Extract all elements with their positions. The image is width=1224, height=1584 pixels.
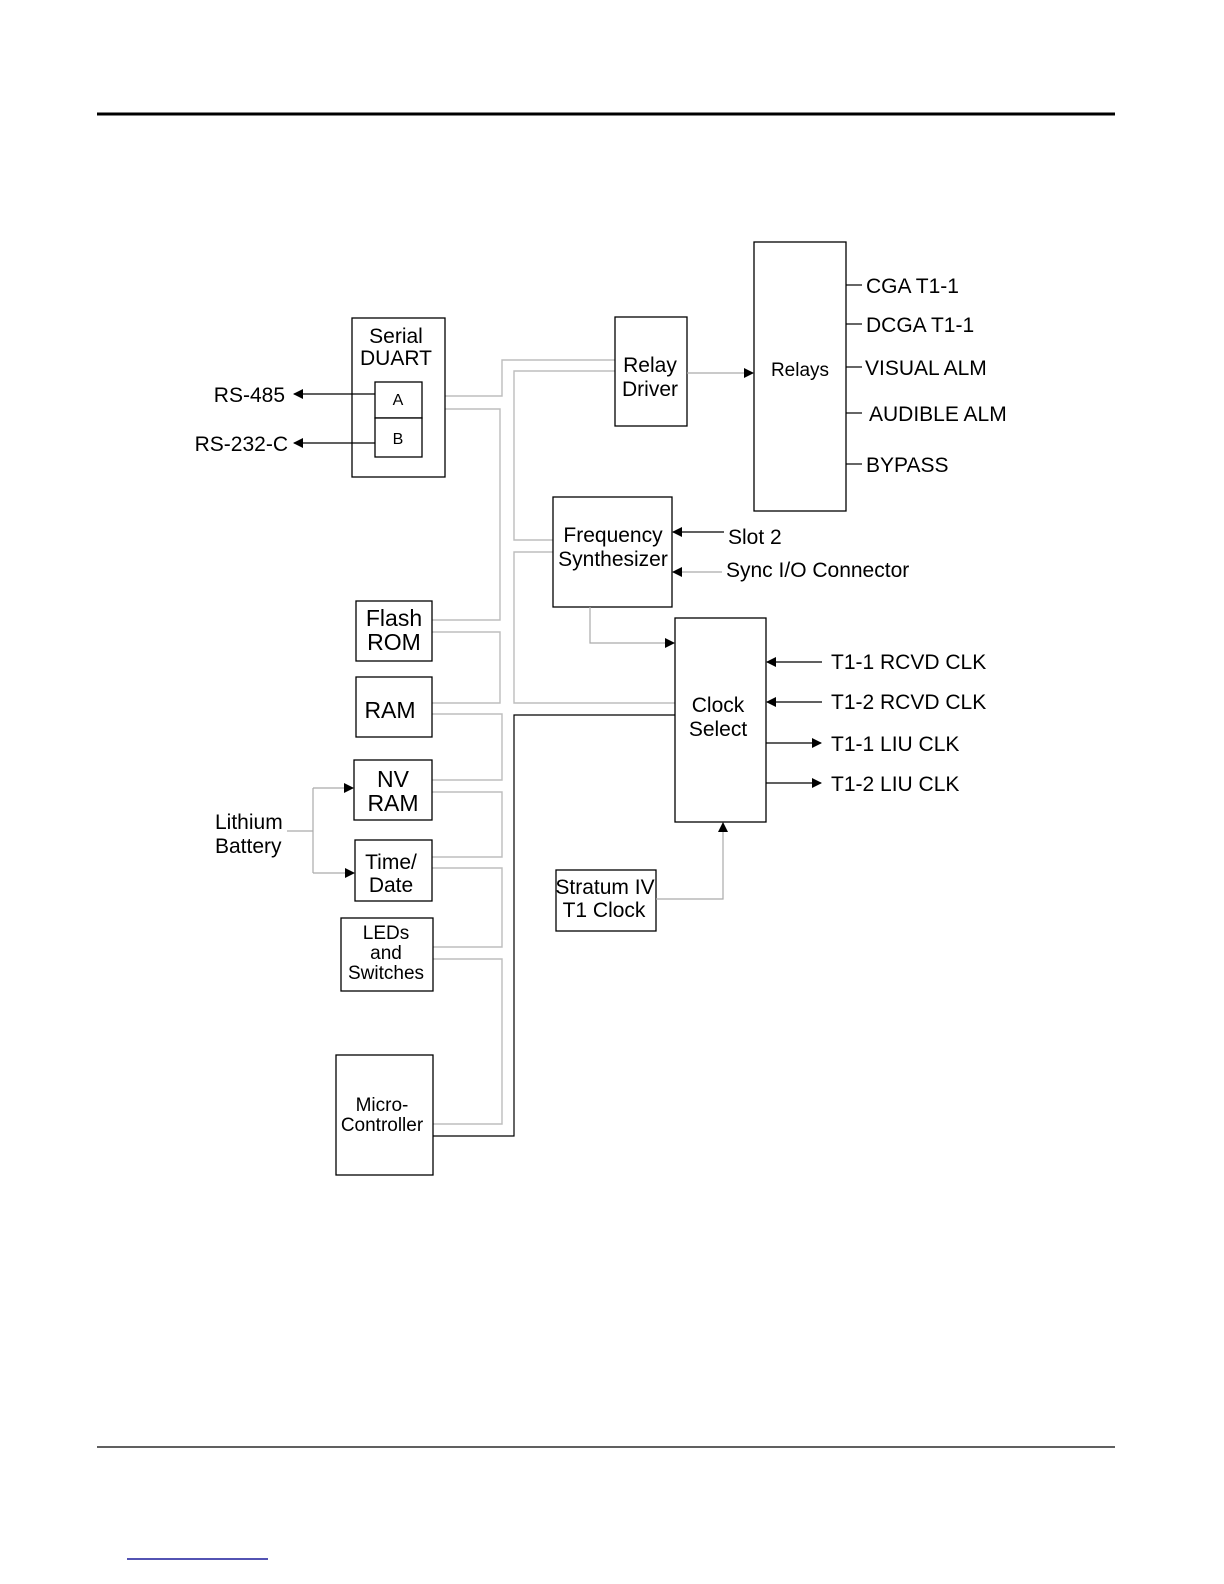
ram-block: RAM bbox=[355, 676, 433, 738]
rs485-label: RS-485 bbox=[214, 384, 285, 407]
diagram-label: A bbox=[393, 392, 404, 409]
serial-duart-block: Serial DUART A B bbox=[351, 317, 446, 478]
synth-to-clock-arrow bbox=[589, 607, 675, 648]
diagram-label: Frequency bbox=[563, 524, 663, 547]
diagram-label: Time/ bbox=[365, 851, 417, 874]
diagram-label: T1-2 RCVD CLK bbox=[831, 691, 986, 714]
diagram-label: BYPASS bbox=[866, 454, 948, 477]
diagram-label: DCGA T1-1 bbox=[866, 314, 974, 337]
diagram-label: T1 Clock bbox=[563, 899, 646, 922]
diagram-label: Micro- bbox=[356, 1095, 409, 1116]
slot2-label: Slot 2 bbox=[728, 526, 782, 549]
data-bus bbox=[432, 359, 675, 1125]
diagram-label: CGA T1-1 bbox=[866, 275, 959, 298]
stratum-clock-block: Stratum IV T1 Clock bbox=[555, 869, 657, 932]
leds-switches-block: LEDs and Switches bbox=[340, 917, 434, 992]
diagram-label: Battery bbox=[215, 835, 282, 858]
diagram-label: RAM bbox=[367, 790, 418, 816]
diagram-label: ROM bbox=[367, 629, 421, 655]
clock-signals: T1-1 RCVD CLK T1-2 RCVD CLK T1-1 LIU CLK… bbox=[766, 651, 986, 796]
diagram-label: Switches bbox=[348, 963, 424, 984]
nv-ram-block: NV RAM bbox=[353, 759, 433, 821]
relay-outputs: CGA T1-1 DCGA T1-1 VISUAL ALM AUDIBLE AL… bbox=[846, 275, 1007, 477]
frequency-synthesizer-block: Frequency Synthesizer bbox=[552, 496, 673, 608]
diagram-label: Synthesizer bbox=[558, 548, 668, 571]
relay-driver-block: Relay Driver bbox=[614, 316, 688, 427]
diagram-label: Select bbox=[689, 718, 748, 741]
diagram-label: B bbox=[393, 431, 404, 448]
diagram-label: Date bbox=[369, 874, 413, 897]
diagram-label: Serial bbox=[369, 325, 423, 348]
diagram-label: DUART bbox=[360, 347, 432, 370]
rs232-label: RS-232-C bbox=[195, 433, 288, 456]
diagram-label: Clock bbox=[692, 694, 745, 717]
time-date-block: Time/ Date bbox=[354, 839, 433, 902]
controller-to-clock-line bbox=[433, 714, 675, 1137]
diagram-label: NV bbox=[377, 766, 410, 792]
diagram-label: RAM bbox=[364, 697, 415, 723]
diagram-label: Relays bbox=[771, 360, 829, 381]
diagram-label: VISUAL ALM bbox=[865, 357, 987, 380]
diagram-label: T1-1 RCVD CLK bbox=[831, 651, 986, 674]
micro-controller-block: Micro- Controller bbox=[335, 1054, 434, 1176]
sync-io-label: Sync I/O Connector bbox=[726, 559, 909, 582]
diagram-label: LEDs bbox=[363, 923, 409, 944]
diagram-label: Flash bbox=[366, 605, 422, 631]
port-b bbox=[374, 417, 423, 458]
stratum-to-clock-arrow bbox=[656, 822, 728, 900]
diagram-label: T1-1 LIU CLK bbox=[831, 733, 959, 756]
diagram-label: Relay bbox=[623, 354, 677, 377]
flash-rom-block: Flash ROM bbox=[355, 600, 433, 662]
diagram-label: and bbox=[370, 943, 402, 964]
clock-select-block: Clock Select bbox=[674, 617, 767, 823]
diagram-label: Driver bbox=[622, 378, 678, 401]
lithium-battery: Lithium Battery bbox=[215, 783, 355, 878]
diagram-label: T1-2 LIU CLK bbox=[831, 773, 959, 796]
diagram-label: Lithium bbox=[215, 811, 283, 834]
diagram-label: Stratum IV bbox=[555, 876, 654, 899]
diagram-label: Controller bbox=[341, 1115, 424, 1136]
diagram-label: AUDIBLE ALM bbox=[869, 403, 1007, 426]
relays-block: Relays bbox=[753, 241, 847, 512]
